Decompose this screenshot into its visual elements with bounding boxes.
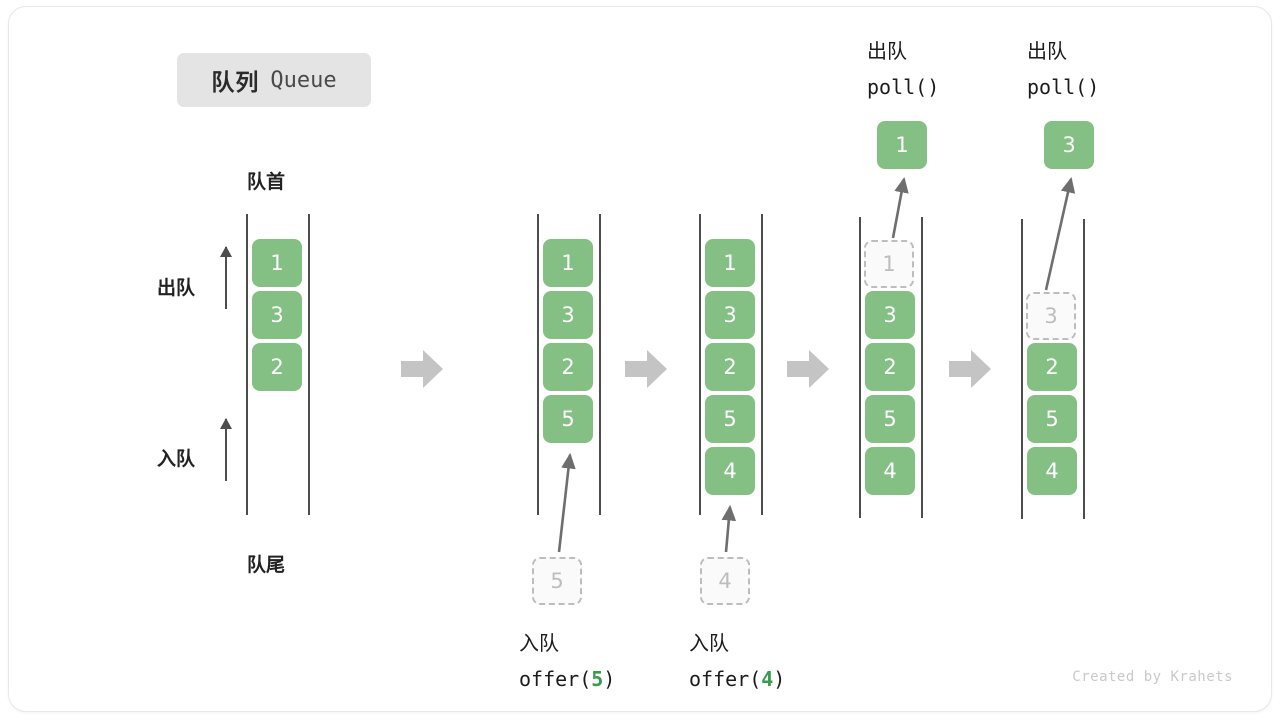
step-arrow-shaft — [625, 361, 649, 377]
step-arrow-shaft — [787, 361, 811, 377]
incoming-element-ghost: 5 — [532, 557, 582, 605]
queue-cell: 2 — [705, 343, 755, 391]
queue-cell: 2 — [252, 343, 302, 391]
queue-cell: 3 — [543, 291, 593, 339]
step-arrow-head — [647, 350, 667, 388]
queue-cell: 1 — [543, 239, 593, 287]
queue-cell: 5 — [543, 395, 593, 443]
step-arrow-shaft — [949, 361, 973, 377]
operation-fn-close: ) — [773, 667, 786, 691]
queue-rail-right-2 — [599, 214, 601, 515]
operation-label-offer-4: 入队 offer(4) — [689, 625, 785, 697]
operation-fn: poll() — [1027, 75, 1100, 99]
queue-rail-left-4 — [859, 217, 861, 518]
operation-signature: offer(4) — [689, 661, 785, 697]
dequeue-direction-label: 出队 — [157, 277, 196, 299]
title-badge: 队列 Queue — [177, 53, 371, 107]
step-arrow — [625, 350, 667, 388]
polled-result-cell: 3 — [1044, 121, 1094, 169]
operation-fn: offer( — [519, 667, 592, 691]
queue-cell: 5 — [705, 395, 755, 443]
queue-rail-left-2 — [537, 214, 539, 515]
operation-arg: 4 — [761, 667, 774, 691]
step-arrow-head — [423, 350, 443, 388]
operation-fn: poll() — [867, 75, 940, 99]
enqueue-direction-label: 入队 — [157, 448, 196, 470]
queue-cell: 2 — [543, 343, 593, 391]
queue-cell: 4 — [1027, 447, 1077, 495]
title-cn: 队列 — [211, 70, 260, 96]
operation-arg: 5 — [591, 667, 604, 691]
queue-cell: 5 — [865, 395, 915, 443]
step-arrow-head — [809, 350, 829, 388]
operation-fn-close: ) — [603, 667, 616, 691]
tail-label: 队尾 — [247, 554, 286, 576]
diagram-card: 队列 Queue 队首 队尾 出队 入队 1 3 2 1 3 2 5 5 入队 … — [8, 6, 1272, 712]
queue-rail-left-5 — [1021, 219, 1023, 519]
queue-cell: 2 — [865, 343, 915, 391]
queue-cell: 3 — [705, 291, 755, 339]
queue-rail-right-1 — [308, 214, 310, 515]
operation-fn: offer( — [689, 667, 762, 691]
step-arrow-head — [971, 350, 991, 388]
enqueue-direction-arrow — [220, 418, 232, 481]
operation-cn: 入队 — [519, 631, 559, 655]
step-arrow — [401, 350, 443, 388]
polled-result-cell: 1 — [877, 121, 927, 169]
operation-cn: 入队 — [689, 631, 729, 655]
removed-element-ghost: 3 — [1026, 292, 1076, 340]
queue-cell: 2 — [1027, 343, 1077, 391]
queue-cell: 1 — [252, 239, 302, 287]
operation-cn: 出队 — [1027, 39, 1067, 63]
operation-cn: 出队 — [867, 39, 907, 63]
queue-rail-right-4 — [921, 217, 923, 518]
operation-label-poll-1: 出队 poll() — [867, 33, 939, 105]
step-arrow — [787, 350, 829, 388]
queue-cell: 5 — [1027, 395, 1077, 443]
queue-rail-right-5 — [1083, 219, 1085, 519]
head-label: 队首 — [247, 171, 286, 193]
queue-rail-left-1 — [246, 214, 248, 515]
title-en: Queue — [270, 67, 337, 93]
operation-label-poll-3: 出队 poll() — [1027, 33, 1099, 105]
dequeue-connector-3 — [1044, 176, 1076, 291]
queue-rail-right-3 — [761, 214, 763, 515]
queue-cell: 3 — [252, 291, 302, 339]
queue-cell: 4 — [705, 447, 755, 495]
dequeue-direction-arrow — [220, 246, 232, 309]
removed-element-ghost: 1 — [864, 240, 914, 288]
operation-signature: poll() — [1027, 69, 1099, 105]
queue-cell: 3 — [865, 291, 915, 339]
queue-cell: 4 — [865, 447, 915, 495]
step-arrow — [949, 350, 991, 388]
operation-signature: offer(5) — [519, 661, 615, 697]
queue-rail-left-3 — [699, 214, 701, 515]
watermark: Created by Krahets — [1072, 669, 1233, 685]
incoming-element-ghost: 4 — [700, 557, 750, 605]
dequeue-connector-1 — [891, 176, 909, 239]
operation-label-offer-5: 入队 offer(5) — [519, 625, 615, 697]
step-arrow-shaft — [401, 361, 425, 377]
queue-cell: 1 — [705, 239, 755, 287]
enqueue-connector-5 — [557, 452, 576, 553]
operation-signature: poll() — [867, 69, 939, 105]
enqueue-connector-4 — [721, 504, 737, 553]
